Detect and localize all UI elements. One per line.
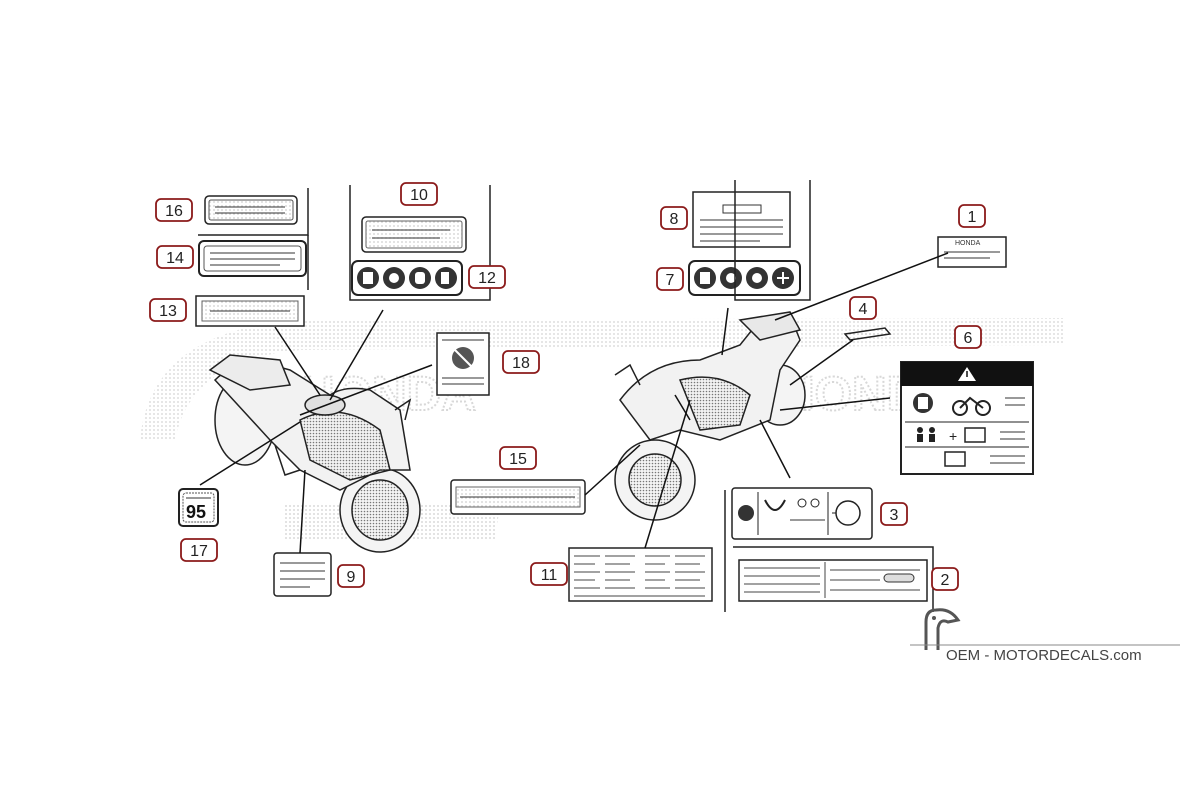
callout-1: 1 [968, 209, 977, 226]
callout-4: 4 [859, 301, 868, 318]
brand-logo: OEM - MOTORDECALS.com [910, 608, 1180, 664]
callout-3: 3 [890, 507, 899, 524]
callout-18: 18 [512, 355, 530, 372]
callout-box-14 [156, 245, 194, 269]
callout-box-9 [337, 564, 365, 588]
brand-text: OEM - MOTORDECALS.com [946, 647, 1142, 664]
callout-box-18 [502, 350, 540, 374]
callout-9: 9 [347, 569, 356, 586]
callout-7: 7 [666, 272, 675, 289]
callout-2: 2 [941, 572, 950, 589]
callout-box-3 [880, 502, 908, 526]
callout-box-17 [180, 538, 218, 562]
callout-box-2 [931, 567, 959, 591]
decal-1: HONDA [937, 236, 1007, 268]
callout-box-8 [660, 206, 688, 230]
callout-box-16 [155, 198, 193, 222]
callouts [149, 182, 986, 591]
decal-16 [204, 195, 298, 225]
callout-box-4 [849, 296, 877, 320]
callout-box-1 [958, 204, 986, 228]
decal-3 [731, 487, 873, 540]
callout-6: 6 [964, 330, 973, 347]
decal-12 [351, 260, 463, 296]
decal-15 [450, 479, 586, 515]
decal-18 [436, 332, 490, 396]
callout-15: 15 [509, 451, 527, 468]
callout-13: 13 [159, 303, 177, 320]
callout-box-12 [468, 265, 506, 289]
leader-lines [199, 252, 949, 554]
callout-numbers: 1 2 3 4 6 7 8 9 10 11 12 13 14 15 16 17 … [159, 187, 976, 589]
honda-tag-text: HONDA [955, 240, 981, 247]
callout-box-7 [656, 267, 684, 291]
toucan-icon [924, 608, 961, 650]
svg-text:+: + [949, 428, 957, 444]
decal-6: + [900, 361, 1034, 475]
callout-box-10 [400, 182, 438, 206]
frame-lines [198, 180, 934, 612]
decal-17: 95 [178, 488, 219, 527]
motorcycle-side-view [614, 311, 806, 521]
octane-label: 95 [186, 502, 206, 522]
decal-13 [195, 295, 305, 327]
decal-2 [738, 559, 928, 602]
callout-17: 17 [190, 543, 208, 560]
callout-box-15 [499, 446, 537, 470]
callout-box-11 [530, 562, 568, 586]
callout-12: 12 [478, 270, 496, 287]
decal-10 [361, 216, 467, 253]
callout-10: 10 [410, 187, 428, 204]
callout-11: 11 [541, 567, 558, 584]
callout-14: 14 [166, 250, 184, 267]
decal-14 [198, 240, 307, 277]
callout-8: 8 [670, 211, 679, 228]
callout-box-6 [954, 325, 982, 349]
callout-box-13 [149, 298, 187, 322]
decal-4 [843, 327, 892, 341]
decal-9 [273, 552, 332, 597]
decal-8 [692, 191, 791, 248]
callout-16: 16 [165, 203, 183, 220]
decal-7 [688, 260, 801, 296]
decal-11 [568, 547, 713, 602]
